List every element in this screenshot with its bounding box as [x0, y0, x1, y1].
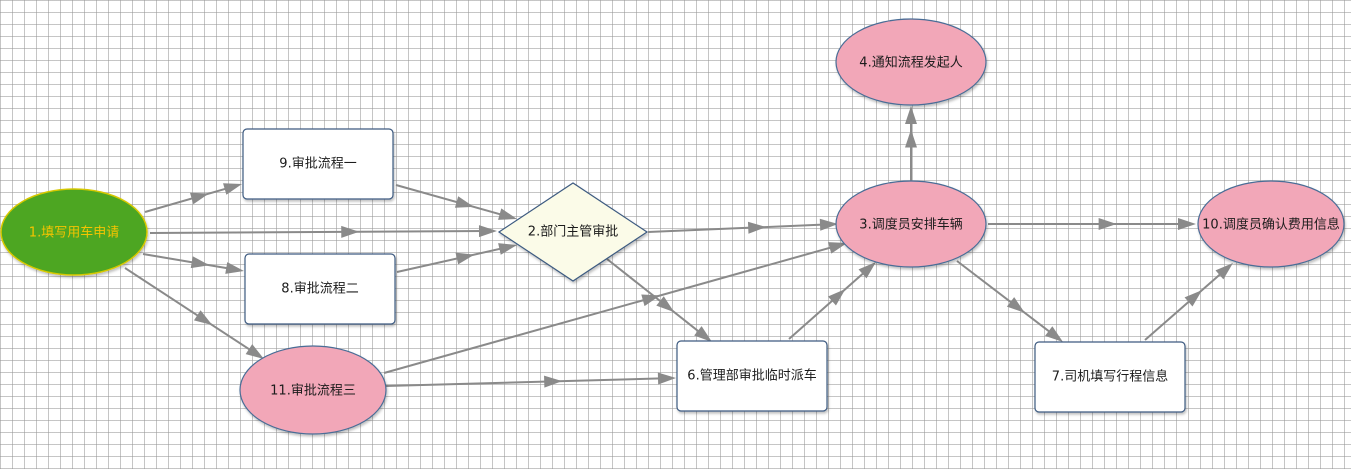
edge-n2-to-n3 [647, 218, 838, 234]
edge-mid-arrow [1006, 297, 1025, 313]
node-label: 1.填写用车申请 [29, 225, 119, 241]
edge-mid-arrow [454, 196, 474, 208]
node-approval-flow-three[interactable]: 11.审批流程三 [239, 345, 387, 435]
edge-arrowhead [819, 218, 838, 231]
edge-line [383, 244, 838, 374]
edge-mid-arrow [189, 192, 209, 205]
edge-mid-arrow [1098, 218, 1117, 230]
node-dept-manager-approval[interactable]: 2.部门主管审批 [497, 182, 649, 282]
node-fill-vehicle-application[interactable]: 1.填写用车申请 [0, 188, 148, 276]
edge-mid-arrow [656, 296, 675, 313]
node-admin-temp-dispatch[interactable]: 6.管理部审批临时派车 [676, 340, 828, 412]
edge-n1-to-n11 [124, 267, 264, 359]
edge-n7-to-n10 [1144, 263, 1233, 341]
edge-mid-arrow [827, 289, 846, 306]
edge-mid-arrow [193, 310, 213, 326]
edge-arrowhead [223, 183, 242, 195]
edges [124, 106, 1233, 388]
edge-mid-arrow [1184, 290, 1203, 307]
edge-arrowhead [905, 106, 917, 124]
edge-arrowhead [498, 208, 517, 220]
node-dispatcher-arrange-vehicle[interactable]: 3.调度员安排车辆 [835, 180, 987, 268]
edge-arrowhead [1178, 218, 1196, 230]
edge-n11-to-n3 [383, 242, 847, 374]
node-label: 9.审批流程一 [279, 157, 356, 172]
edge-line [142, 253, 235, 271]
edge-arrowhead [1045, 326, 1063, 342]
edge-n3-to-n4 [905, 106, 917, 181]
edge-line [124, 267, 257, 355]
edge-n2-to-n6 [606, 258, 712, 342]
edge-arrowhead [498, 243, 517, 255]
edge-line [1144, 268, 1227, 341]
edge-mid-arrow [341, 225, 360, 238]
edge-arrowhead [858, 262, 876, 279]
node-label: 8.审批流程二 [281, 282, 358, 297]
edge-n1-to-n9 [144, 183, 242, 213]
edge-line [395, 184, 508, 218]
edge-mid-arrow [747, 221, 767, 234]
node-approval-flow-two[interactable]: 8.审批流程二 [244, 253, 396, 325]
edge-arrowhead [694, 326, 712, 342]
edge-mid-arrow [905, 129, 917, 148]
edge-line [396, 246, 508, 273]
edge-n1-to-n2 [149, 225, 497, 238]
edge-arrowhead [657, 372, 676, 385]
edge-line [385, 377, 667, 387]
edge-n9-to-n2 [395, 184, 517, 220]
edge-n6-to-n3 [788, 262, 876, 340]
node-label: 3.调度员安排车辆 [859, 217, 962, 233]
node-label: 2.部门主管审批 [528, 225, 618, 240]
edge-n1-to-n8 [142, 253, 244, 274]
edge-n8-to-n2 [396, 243, 517, 273]
edge-arrowhead [478, 225, 497, 238]
edge-line [149, 230, 488, 234]
node-label: 11.审批流程三 [270, 384, 356, 399]
edge-line [144, 185, 233, 213]
node-driver-fill-trip-info[interactable]: 7.司机填写行程信息 [1034, 341, 1186, 413]
node-notify-initiator[interactable]: 4.通知流程发起人 [835, 18, 987, 106]
node-label: 6.管理部审批临时派车 [687, 368, 816, 384]
edge-arrowhead [225, 262, 244, 274]
edge-line [647, 223, 829, 233]
node-dispatcher-confirm-cost[interactable]: 10.调度员确认费用信息 [1197, 180, 1345, 268]
node-approval-flow-one[interactable]: 9.审批流程一 [242, 128, 394, 200]
edge-line [956, 260, 1056, 337]
edge-line [788, 267, 870, 340]
edge-arrowhead [828, 242, 847, 254]
edge-n11-to-n6 [385, 372, 676, 388]
edge-n3-to-n7 [956, 260, 1063, 342]
node-label: 10.调度员确认费用信息 [1202, 217, 1340, 233]
edge-mid-arrow [544, 375, 563, 388]
edge-n3-to-n10 [988, 218, 1196, 230]
edge-arrowhead [1215, 263, 1233, 280]
edge-arrowhead [245, 344, 264, 359]
node-label: 7.司机填写行程信息 [1052, 369, 1168, 385]
edge-mid-arrow [455, 252, 475, 265]
node-label: 4.通知流程发起人 [859, 55, 962, 71]
edge-mid-arrow [641, 294, 661, 307]
edge-mid-arrow [190, 256, 210, 269]
